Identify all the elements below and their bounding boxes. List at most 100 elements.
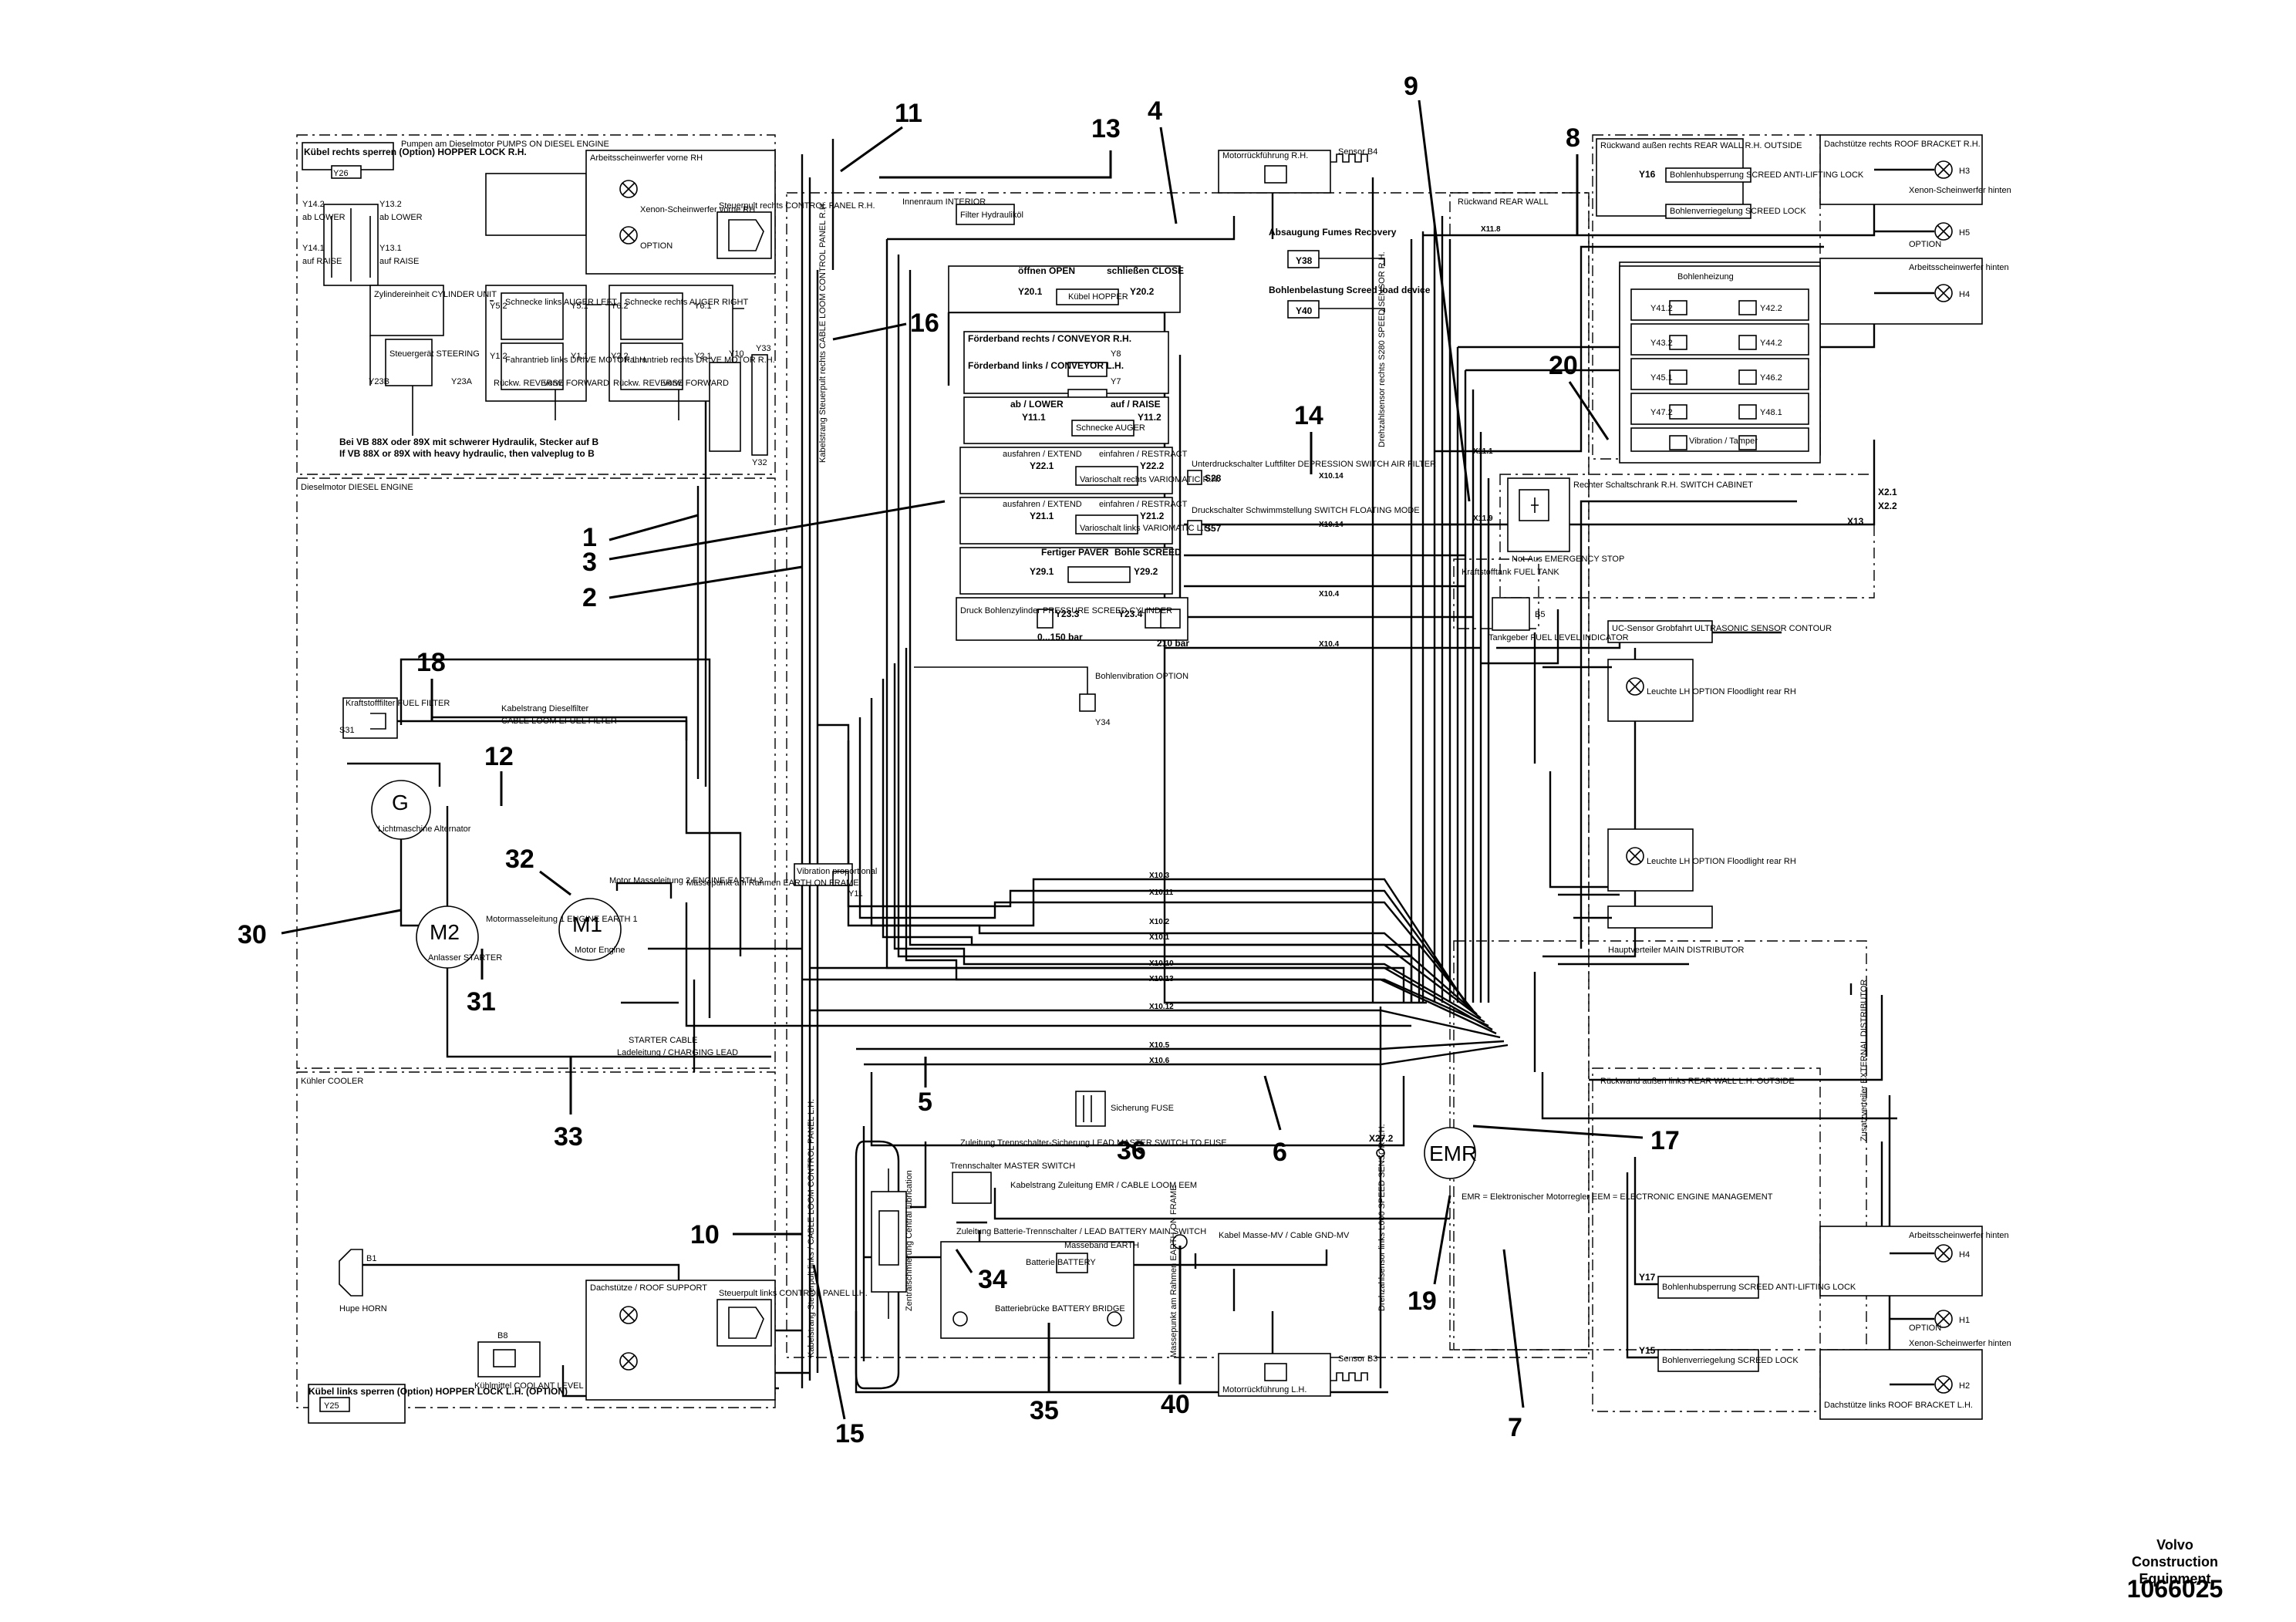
label-cylinder-unit: Zylindereinheit CYLINDER UNIT bbox=[374, 290, 497, 299]
label-h1-lh: H1 bbox=[1959, 1316, 1970, 1325]
callout-19: 19 bbox=[1408, 1286, 1437, 1316]
label-floodlight-rh: Leuchte LH OPTION Floodlight rear RH bbox=[1647, 687, 1796, 696]
label-rear-wall: Rückwand REAR WALL bbox=[1458, 197, 1549, 207]
label-y52: Y5.2 bbox=[490, 302, 507, 311]
callout-20: 20 bbox=[1549, 351, 1578, 380]
conveyor-switch-block bbox=[963, 331, 1169, 394]
hopper-pump-components bbox=[302, 142, 776, 456]
interior-switch-blocks bbox=[914, 150, 1385, 1397]
label-y442: Y44.2 bbox=[1760, 339, 1782, 348]
label-working-light-rear-rh: Arbeitsscheinwerfer hinten bbox=[1909, 263, 2009, 272]
label-extend-lh: ausfahren / EXTEND bbox=[1003, 500, 1082, 509]
label-b1: B1 bbox=[366, 1254, 376, 1263]
label-fuel-level: Tankgeber FUEL LEVEL INDICATOR bbox=[1489, 633, 1629, 642]
label-drive-left: Fahrantrieb links DRIVE MOTOR L.H. bbox=[505, 356, 648, 365]
label-fumes: Absaugung Fumes Recovery bbox=[1269, 227, 1397, 238]
label-starter: Anlasser STARTER bbox=[428, 953, 502, 963]
label-heating: Bohlenheizung bbox=[1677, 272, 1734, 282]
label-xenon-rear-lh: Xenon-Scheinwerfer hinten bbox=[1909, 1339, 2011, 1348]
callout-32: 32 bbox=[505, 845, 534, 874]
callout-7: 7 bbox=[1508, 1413, 1522, 1442]
label-screed-vibration: Bohlenvibration OPTION bbox=[1095, 672, 1188, 681]
label-anti-lifting-lh: Bohlenhubsperrung SCREED ANTI-LIFTING LO… bbox=[1662, 1283, 1856, 1292]
work-light-rear-rh-box bbox=[1819, 258, 1983, 325]
label-y10: Y10 bbox=[729, 349, 744, 359]
label-heavy-note-en: If VB 88X or 89X with heavy hydraulic, t… bbox=[339, 448, 595, 459]
label-sensor-b4: Sensor B4 bbox=[1338, 147, 1377, 157]
label-g: G bbox=[392, 791, 409, 814]
callout-33: 33 bbox=[554, 1122, 583, 1152]
label-y142: Y14.2 bbox=[302, 200, 325, 209]
label-y291: Y29.1 bbox=[1030, 566, 1054, 577]
label-x119: X11.9 bbox=[1473, 514, 1493, 523]
label-bar210: 210 bar bbox=[1157, 638, 1189, 649]
label-conveyor-lh: Förderband links / CONVEYOR L.H. bbox=[968, 360, 1124, 371]
label-s57: S57 bbox=[1205, 523, 1222, 534]
floodlight-rh-box bbox=[1607, 659, 1694, 722]
label-wire-x103: X10.3 bbox=[1149, 872, 1170, 880]
label-y34: Y34 bbox=[1095, 718, 1111, 727]
label-b8: B8 bbox=[497, 1331, 507, 1340]
label-heavy-note: Bei VB 88X oder 89X mit schwerer Hydraul… bbox=[339, 437, 598, 447]
label-y201: Y20.1 bbox=[1018, 286, 1043, 297]
label-starter-cable: STARTER CABLE bbox=[629, 1036, 697, 1045]
paver-screed-switch-block bbox=[959, 547, 1173, 595]
label-filter-mon: Filter Hydrauliköl bbox=[960, 211, 1023, 220]
callout-36: 36 bbox=[1117, 1136, 1146, 1165]
label-hopper-lock-rh: Kübel rechts sperren (Option) HOPPER LOC… bbox=[304, 147, 527, 157]
callout-40: 40 bbox=[1161, 1390, 1190, 1419]
label-x111: X11.1 bbox=[1473, 447, 1493, 456]
label-fuel-filter: Kraftstofffilter FUEL FILTER bbox=[346, 699, 450, 708]
master-switch-symbol bbox=[952, 1172, 992, 1204]
label-y212: Y21.2 bbox=[1140, 511, 1165, 521]
callout-4: 4 bbox=[1148, 96, 1162, 126]
label-y16: Y16 bbox=[1639, 169, 1656, 180]
label-rear-wall-lh-out: Rückwand außen links REAR WALL L.H. OUTS… bbox=[1600, 1077, 1795, 1086]
label-y422: Y42.2 bbox=[1760, 304, 1782, 313]
label-option-front: OPTION bbox=[640, 241, 673, 251]
label-floating: Druckschalter Schwimmstellung SWITCH FLO… bbox=[1192, 506, 1420, 515]
label-raise-right: auf RAISE bbox=[379, 257, 419, 266]
battery-box bbox=[940, 1241, 1135, 1339]
callout-10: 10 bbox=[690, 1220, 720, 1249]
label-y221: Y22.1 bbox=[1030, 460, 1054, 471]
label-y211: Y21.1 bbox=[1030, 511, 1054, 521]
label-auger: Schnecke AUGER bbox=[1076, 423, 1145, 433]
label-y21: Y2.1 bbox=[694, 352, 712, 361]
callout-16: 16 bbox=[910, 309, 939, 338]
label-y61: Y6.1 bbox=[694, 302, 712, 311]
label-h2-lh: H2 bbox=[1959, 1381, 1970, 1391]
label-uc-contour: UC-Sensor Grobfahrt ULTRASONIC SENSOR CO… bbox=[1612, 624, 1832, 633]
callout-14: 14 bbox=[1294, 401, 1323, 430]
rear-wall-rh-components bbox=[1596, 134, 1983, 1420]
label-roof-rh: Dachstütze rechts ROOF BRACKET R.H. bbox=[1824, 140, 1981, 149]
label-screed-lock-rh: Bohlenverriegelung SCREED LOCK bbox=[1670, 207, 1806, 216]
label-wire-x1014: X10.14 bbox=[1319, 472, 1344, 481]
label-option-rear-lh: OPTION bbox=[1909, 1324, 1941, 1333]
label-y111: Y11.1 bbox=[1022, 412, 1046, 423]
label-paver: Fertiger PAVER bbox=[1041, 547, 1109, 558]
label-control-panel-lh: Steuerpult links CONTROL PANEL L.H. bbox=[719, 1289, 868, 1298]
label-auf-raise: auf / RAISE bbox=[1111, 399, 1161, 410]
callout-5: 5 bbox=[918, 1088, 932, 1117]
wire-harness bbox=[347, 139, 1974, 1405]
power-components bbox=[855, 1091, 1476, 1390]
label-forward-left: vorw. FORWARD bbox=[544, 379, 609, 388]
label-depression: Unterdruckschalter Luftfilter DEPRESSION… bbox=[1192, 460, 1436, 469]
company-name: Volvo Construction Equipment bbox=[2132, 1537, 2218, 1587]
label-ab-lower: ab / LOWER bbox=[1010, 399, 1064, 410]
label-switch-cabinet: Rechter Schaltschrank R.H. SWITCH CABINE… bbox=[1573, 481, 1753, 490]
label-wire-x105: X10.5 bbox=[1149, 1041, 1170, 1050]
callout-8: 8 bbox=[1566, 123, 1580, 153]
label-charging: Ladeleitung / CHARGING LEAD bbox=[617, 1048, 738, 1057]
label-s28: S28 bbox=[1205, 473, 1222, 484]
label-speed-sensor-rh: Drehzahlsensor rechts S280 SPEED SENSOR … bbox=[1377, 251, 1387, 447]
label-y26: Y26 bbox=[333, 169, 349, 178]
label-y112: Y11.2 bbox=[1138, 412, 1161, 423]
label-y40: Y40 bbox=[1296, 305, 1313, 316]
label-y12: Y1.2 bbox=[490, 352, 507, 361]
label-vib-tamper: Vibration / Tamper bbox=[1689, 437, 1758, 446]
work-light-rear-lh-box bbox=[1819, 1226, 1983, 1297]
label-wire-x1011: X10.11 bbox=[1149, 889, 1174, 897]
label-diesel-engine: Dieselmotor DIESEL ENGINE bbox=[301, 483, 413, 492]
